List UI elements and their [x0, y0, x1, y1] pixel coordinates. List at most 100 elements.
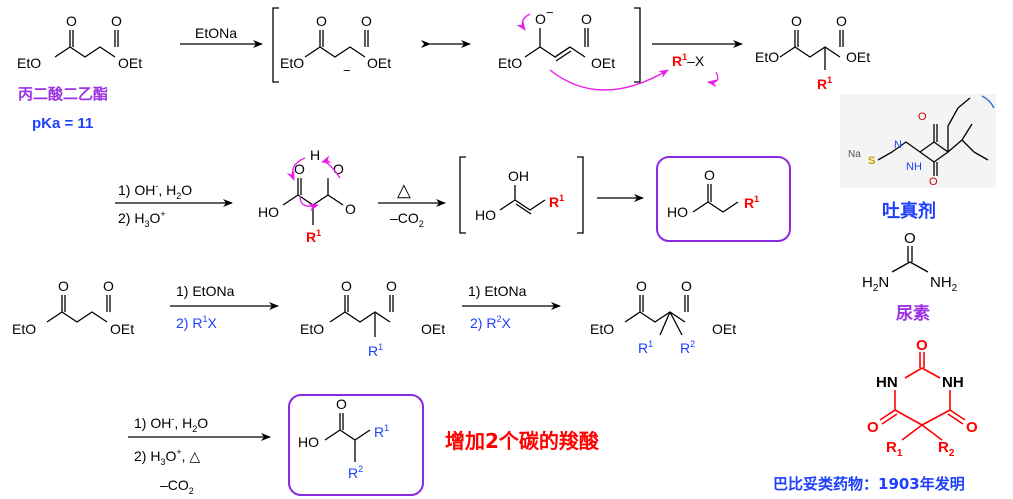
- mono-oet: OEt: [421, 321, 445, 337]
- barb-o-right: O: [966, 419, 978, 436]
- barb-nh: NH: [942, 374, 964, 391]
- row2-enol: [499, 185, 546, 215]
- alkyl-halide-r: R1–X: [672, 52, 705, 69]
- curved-arrow-proton: [286, 157, 306, 181]
- carbanion-oet: OEt: [367, 55, 391, 71]
- acid-ho: HO: [258, 204, 279, 220]
- row1-enolate: [524, 28, 589, 62]
- thio-na: Na: [848, 149, 861, 160]
- carbanion-o-right: O: [361, 13, 372, 29]
- row3-mono-alkylated: [329, 295, 394, 337]
- barb-o-left: O: [867, 419, 879, 436]
- row4-product-r1: R1: [374, 423, 389, 440]
- thio-o-bottom: O: [929, 176, 938, 188]
- curved-arrow-decarboxylation: [299, 195, 319, 212]
- row4-product-r2: R2: [348, 464, 363, 481]
- row4-product-o: O: [336, 396, 347, 412]
- barb-r1: R1: [886, 439, 903, 459]
- final-acid-box: [656, 156, 791, 242]
- bracket-left: [272, 7, 279, 83]
- di-oet: OEt: [712, 321, 736, 337]
- curved-arrow-oh: [321, 155, 341, 179]
- acid-o2: O: [345, 201, 356, 217]
- row1-diethyl-malonate: [54, 30, 119, 58]
- carbanion-o-left: O: [316, 13, 327, 29]
- final-acid-o: O: [704, 167, 715, 183]
- product-r1: R1: [817, 75, 832, 92]
- acid-hydroxyl-o: O: [333, 161, 344, 177]
- final-acid-r1: R1: [744, 194, 759, 211]
- thio-nh: NH: [906, 161, 922, 173]
- reagent-etona: EtONa: [195, 25, 237, 41]
- curved-arrow-leaving-group: [707, 71, 719, 88]
- row4-product: [324, 413, 371, 462]
- thio-s: S: [868, 155, 875, 167]
- bracket2-left: [459, 156, 466, 234]
- mono-o-right: O: [386, 278, 397, 294]
- bracket-right: [634, 7, 641, 83]
- truth-serum-label: 吐真剂: [882, 200, 936, 222]
- enolate-charge: −: [546, 5, 554, 20]
- di-eto: EtO: [590, 321, 614, 337]
- barbiturate-caption: 巴比妥类药物：1903年发明: [773, 475, 965, 493]
- thio-o-top: O: [918, 111, 927, 123]
- first-alkylation-step2: 2) R1X: [176, 314, 217, 331]
- enolate-oxygen: O: [535, 11, 546, 27]
- acid-r1: R1: [306, 228, 321, 245]
- bracket2-right: [577, 156, 584, 234]
- row2-malonic-acid: [282, 178, 344, 225]
- thio-n: N: [894, 139, 902, 151]
- barb-hn: HN: [876, 374, 898, 391]
- barb-o-top: O: [916, 337, 928, 354]
- enol-ho: HO: [475, 207, 496, 223]
- product-eto: EtO: [755, 49, 779, 65]
- mono-o-left: O: [341, 278, 352, 294]
- first-alkylation-step1: 1) EtONa: [176, 283, 235, 299]
- product-o-right: O: [836, 13, 847, 29]
- row1-product: [779, 30, 844, 70]
- sm-eto: EtO: [17, 55, 41, 71]
- co2-loss: –CO2: [390, 210, 424, 229]
- curved-arrow-enolate: [516, 13, 531, 31]
- enol-r1: R1: [549, 193, 564, 210]
- row4-cond1: 1) OH-, H2O: [134, 414, 208, 434]
- di-o-left: O: [636, 278, 647, 294]
- mono-eto: EtO: [300, 321, 324, 337]
- row1-carbanion: [304, 30, 369, 58]
- sm-oet: OEt: [118, 55, 142, 71]
- urea-nh2: NH2: [930, 274, 958, 294]
- row4-product-box: [288, 394, 424, 496]
- row2-final-acid: [692, 184, 739, 213]
- enolate-o-right: O: [581, 11, 592, 27]
- di-o-right: O: [681, 278, 692, 294]
- hydrolysis-cond1: 1) OH-, H2O: [118, 181, 192, 201]
- curved-arrow-alkylation: [549, 69, 669, 91]
- row4-cond2: 2) H3O+, △: [134, 447, 200, 467]
- enolate-eto: EtO: [498, 55, 522, 71]
- hydrolysis-cond2: 2) H3O+: [118, 209, 166, 229]
- urea-label: 尿素: [896, 304, 930, 324]
- thiopental-image: O O N NH S Na: [840, 94, 996, 188]
- carboxylic-acid-caption: 增加2个碳的羧酸: [445, 429, 600, 453]
- row4-product-ho: HO: [298, 434, 319, 450]
- barbiturate-structure: [879, 352, 966, 441]
- row3-di-alkylated: [624, 295, 689, 336]
- second-alkylation-step2: 2) R2X: [470, 314, 511, 331]
- final-acid-ho: HO: [667, 204, 688, 220]
- pka-label: pKa = 11: [32, 115, 93, 132]
- urea-o: O: [904, 230, 916, 247]
- carbanion-charge: −: [343, 63, 351, 78]
- sm-carbonyl-o-left: O: [66, 13, 77, 29]
- product-o-left: O: [791, 13, 802, 29]
- row3-eto: EtO: [12, 321, 36, 337]
- row3-o-left: O: [58, 278, 69, 294]
- second-alkylation-step1: 1) EtONa: [468, 283, 527, 299]
- row3-o-right: O: [103, 278, 114, 294]
- mono-r1: R1: [368, 342, 383, 359]
- urea-structure: [891, 246, 929, 273]
- product-oet: OEt: [846, 49, 870, 65]
- row4-co2: –CO2: [160, 477, 194, 496]
- urea-h2n: H2N: [862, 274, 889, 294]
- row3-diethyl-malonate: [46, 295, 111, 323]
